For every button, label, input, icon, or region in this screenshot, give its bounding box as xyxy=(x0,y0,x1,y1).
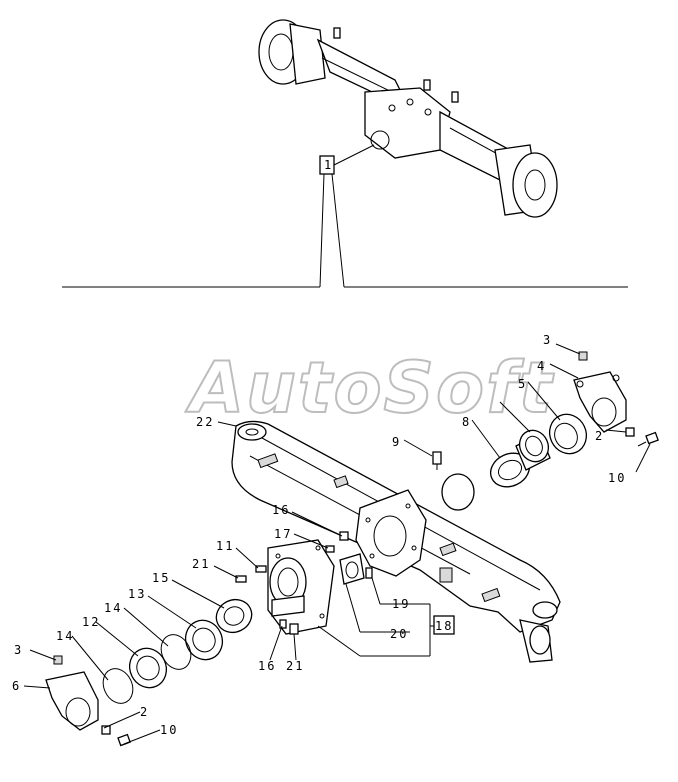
section-separator xyxy=(62,173,628,288)
support-bracket-part-6 xyxy=(45,671,99,731)
assembled-axle-illustration xyxy=(258,19,558,218)
callout-13: 13 xyxy=(128,587,146,601)
bolt-part-16-upper xyxy=(339,531,349,541)
nut-part-3-right xyxy=(578,351,588,361)
bolt-part-2-right xyxy=(625,427,635,437)
axle-housing-part-22 xyxy=(231,420,561,663)
reference-box-18-label: 18 xyxy=(435,619,453,633)
bolt-part-16-lower xyxy=(279,619,287,629)
callout-9: 9 xyxy=(392,435,401,449)
callout-15: 15 xyxy=(152,571,170,585)
callout-labels: 3 4 5 8 9 2 10 22 16 17 11 21 15 13 14 1… xyxy=(12,333,626,737)
washer-part-15 xyxy=(215,598,253,634)
watermark-text: AutoSoft xyxy=(185,347,555,429)
callout-20: 20 xyxy=(390,627,408,641)
bolt-part-21-upper xyxy=(235,575,247,583)
reference-box-1: 1 xyxy=(319,144,375,175)
leader-lines xyxy=(23,343,651,745)
pin-part-17 xyxy=(325,545,335,553)
bolt-part-2-left xyxy=(101,725,111,735)
reference-box-1-label: 1 xyxy=(324,158,333,172)
bolt-part-21-lower xyxy=(289,623,299,635)
callout-3-left: 3 xyxy=(14,643,23,657)
callout-16-upper: 16 xyxy=(272,503,290,517)
callout-19: 19 xyxy=(392,597,410,611)
bolt-part-19 xyxy=(365,567,373,579)
callout-2-left: 2 xyxy=(140,705,149,719)
callout-16-lower: 16 xyxy=(258,659,276,673)
reference-box-18: 18 xyxy=(433,615,455,635)
callout-14-lower: 14 xyxy=(56,629,74,643)
callout-14-upper: 14 xyxy=(104,601,122,615)
o-ring-part-14-outer xyxy=(102,668,134,704)
callout-5: 5 xyxy=(518,377,527,391)
callout-6: 6 xyxy=(12,679,21,693)
callout-17: 17 xyxy=(274,527,292,541)
support-bracket-part-4 xyxy=(573,371,627,433)
callout-3-right: 3 xyxy=(543,333,552,347)
pin-part-11 xyxy=(255,565,267,573)
callout-12: 12 xyxy=(82,615,100,629)
pivot-pin-part-18 xyxy=(267,539,365,635)
bolt-part-10-right xyxy=(637,431,659,447)
grease-fitting-part-9 xyxy=(432,451,442,470)
nut-part-3-left xyxy=(53,655,63,665)
callout-4: 4 xyxy=(537,359,546,373)
callout-11: 11 xyxy=(216,539,234,553)
bushing-part-13 xyxy=(184,619,224,661)
callout-22: 22 xyxy=(196,415,214,429)
callout-21-upper: 21 xyxy=(192,557,210,571)
callout-8: 8 xyxy=(462,415,471,429)
callout-10-left: 10 xyxy=(160,723,178,737)
callout-21-lower: 21 xyxy=(286,659,304,673)
callout-10-right: 10 xyxy=(608,471,626,485)
bushing-part-7 xyxy=(515,429,551,471)
bearing-ring-part-5 xyxy=(548,413,588,455)
callout-2-right: 2 xyxy=(595,429,604,443)
bearing-part-12 xyxy=(128,647,168,689)
